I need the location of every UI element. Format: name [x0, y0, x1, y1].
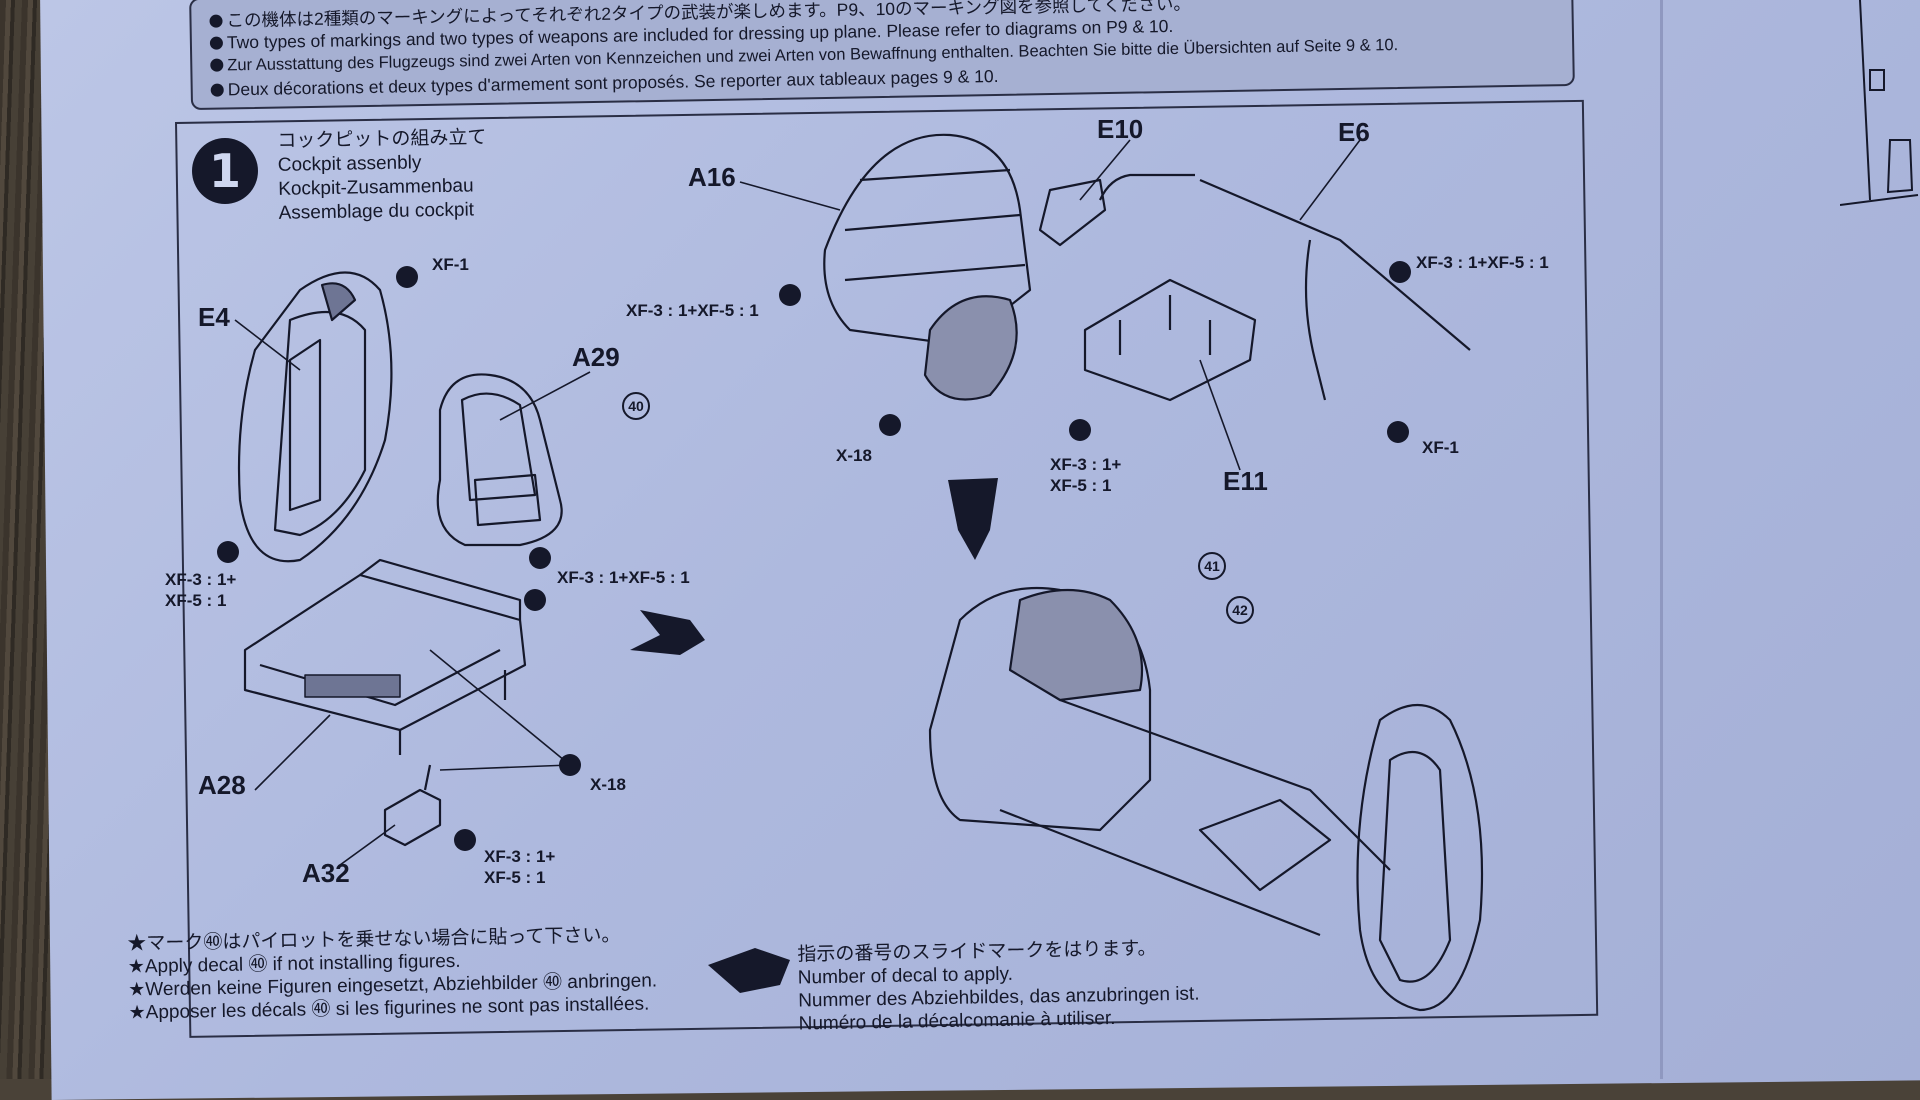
step-number-badge: 1 — [192, 138, 258, 204]
paint-xf3-e11: XF-3 : 1+XF-5 : 1 — [1050, 455, 1122, 495]
paint-hex-icon — [1389, 261, 1411, 283]
label-a28: A28 — [198, 770, 246, 800]
paint-hex-icon — [524, 589, 546, 611]
adjacent-page-diagram — [1840, 0, 1919, 206]
paint-x18-upper: X-18 — [836, 446, 872, 465]
paint-xf3-e6: XF-3 : 1+XF-5 : 1 — [1416, 253, 1549, 272]
paint-hex-icon — [529, 547, 551, 569]
paint-hex-icon — [879, 414, 901, 436]
label-e6: E6 — [1338, 117, 1370, 147]
arrow-down-icon — [948, 478, 998, 560]
part-a16-bulkhead — [823, 133, 1032, 401]
label-a32: A32 — [302, 858, 350, 888]
decal-number-41: 41 — [1198, 552, 1226, 580]
notes-left: ★マーク㊵はパイロットを乗せない場合に貼って下さい。 ★Apply decal … — [127, 923, 657, 1024]
part-e6-rod — [1098, 173, 1471, 401]
part-e11-tray — [1083, 278, 1257, 402]
paint-hex-markers — [217, 261, 1411, 851]
part-a28-floor — [243, 558, 527, 755]
paint-x18-lower: X-18 — [590, 775, 626, 794]
paint-hex-icon — [1387, 421, 1409, 443]
part-e4-frame — [237, 271, 393, 563]
notes-right: 指示の番号のスライドマークをはります。 Number of decal to a… — [797, 937, 1200, 1036]
label-e10: E10 — [1097, 114, 1144, 144]
paint-xf3-a32: XF-3 : 1+XF-5 : 1 — [484, 847, 556, 887]
paint-xf1-e6: XF-1 — [1422, 438, 1459, 457]
page-fold-edge — [1660, 0, 1663, 1079]
paint-hex-icon — [1069, 419, 1091, 441]
part-e10 — [1038, 178, 1107, 247]
decal-arrow-icon — [708, 948, 790, 993]
decal-number-42: 42 — [1226, 596, 1254, 624]
label-e4: E4 — [198, 302, 230, 332]
assembled-cockpit — [928, 586, 1484, 1012]
paint-xf3-a16: XF-3 : 1+XF-5 : 1 — [626, 301, 759, 320]
direction-arrows — [630, 478, 998, 993]
part-a32-lever — [383, 764, 442, 847]
paint-hex-icon — [559, 754, 581, 776]
label-e11: E11 — [1223, 466, 1268, 496]
label-a29: A29 — [572, 342, 620, 372]
label-a16: A16 — [688, 162, 736, 192]
part-a29-seat — [436, 373, 563, 547]
paint-hex-icon — [454, 829, 476, 851]
leader-lines — [234, 139, 1361, 866]
paint-hex-icon — [779, 284, 801, 306]
decal-number-40: 40 — [622, 392, 650, 420]
paint-hex-icon — [217, 541, 239, 563]
paint-xf3-seat: XF-3 : 1+XF-5 : 1 — [557, 568, 690, 587]
paint-xf3-left: XF-3 : 1+XF-5 : 1 — [165, 570, 237, 610]
paint-xf1-top: XF-1 — [432, 255, 469, 274]
paint-hex-icon — [396, 266, 418, 288]
arrow-right-icon — [630, 610, 705, 655]
